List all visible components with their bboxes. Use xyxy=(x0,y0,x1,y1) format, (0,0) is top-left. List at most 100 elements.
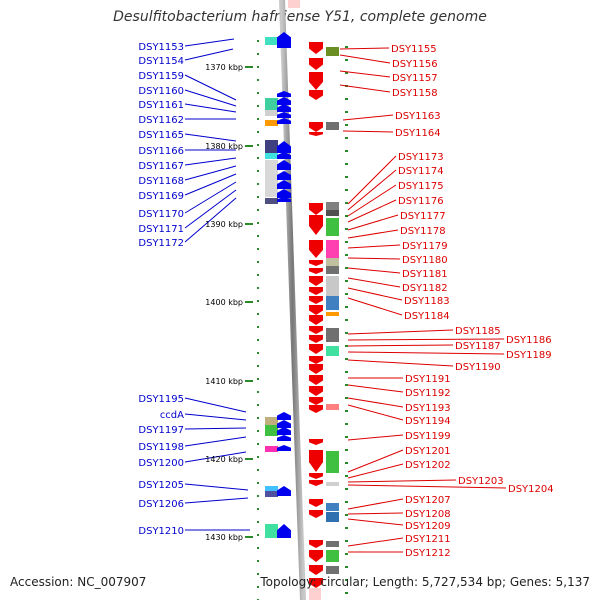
left-gene-label[interactable]: DSY1206 xyxy=(138,499,184,510)
gene-arrow-reverse[interactable] xyxy=(277,445,291,451)
gene-arrow-reverse[interactable] xyxy=(277,104,291,112)
gene-block-reverse[interactable] xyxy=(265,491,278,497)
right-gene-label[interactable]: DSY1199 xyxy=(405,431,451,442)
gene-arrow-forward[interactable] xyxy=(309,122,323,132)
gene-block-forward[interactable] xyxy=(326,404,339,410)
gene-block-reverse[interactable] xyxy=(265,160,278,197)
gene-block-forward[interactable] xyxy=(326,550,339,562)
gene-arrow-forward[interactable] xyxy=(309,296,323,304)
gene-block-forward[interactable] xyxy=(326,202,339,210)
right-gene-label[interactable]: DSY1182 xyxy=(402,283,448,294)
gene-block-reverse[interactable] xyxy=(265,98,278,110)
gene-arrow-reverse[interactable] xyxy=(277,112,291,118)
right-gene-label[interactable]: DSY1179 xyxy=(402,241,448,252)
right-gene-label[interactable]: DSY1194 xyxy=(405,416,451,427)
gene-arrow-reverse[interactable] xyxy=(277,152,291,159)
gene-arrow-forward[interactable] xyxy=(309,397,323,405)
gene-arrow-forward[interactable] xyxy=(309,364,323,374)
right-gene-label[interactable]: DSY1174 xyxy=(398,166,444,177)
gene-arrow-reverse[interactable] xyxy=(277,32,291,44)
left-gene-label[interactable]: DSY1169 xyxy=(138,191,184,202)
right-gene-label[interactable]: DSY1192 xyxy=(405,388,451,399)
gene-arrow-forward[interactable] xyxy=(309,344,323,354)
gene-block-reverse[interactable] xyxy=(265,425,278,436)
gene-arrow-reverse[interactable] xyxy=(277,427,291,435)
right-gene-label[interactable]: DSY1181 xyxy=(402,269,448,280)
right-gene-label[interactable]: DSY1163 xyxy=(395,111,441,122)
gene-arrow-reverse[interactable] xyxy=(277,420,291,428)
gene-arrow-forward[interactable] xyxy=(309,305,323,315)
left-gene-label[interactable]: DSY1200 xyxy=(138,458,184,469)
gene-arrow-reverse[interactable] xyxy=(277,435,291,441)
gene-block-forward[interactable] xyxy=(326,240,339,258)
left-gene-label[interactable]: DSY1210 xyxy=(138,526,184,537)
gene-arrow-forward[interactable] xyxy=(309,287,323,295)
left-gene-label[interactable]: DSY1171 xyxy=(138,224,184,235)
right-gene-label[interactable]: DSY1201 xyxy=(405,446,451,457)
gene-block-forward[interactable] xyxy=(326,328,339,342)
gene-block-reverse[interactable] xyxy=(265,446,278,452)
left-gene-label[interactable]: DSY1154 xyxy=(138,56,184,67)
right-gene-label[interactable]: DSY1207 xyxy=(405,495,451,506)
gene-block-forward[interactable] xyxy=(326,276,339,296)
gene-arrow-reverse[interactable] xyxy=(277,189,291,198)
gene-arrow-forward[interactable] xyxy=(309,268,323,274)
gene-arrow-forward[interactable] xyxy=(309,375,323,385)
gene-block-forward[interactable] xyxy=(326,266,339,274)
gene-block-forward[interactable] xyxy=(326,503,339,511)
left-gene-label[interactable]: DSY1172 xyxy=(138,238,184,249)
right-gene-label[interactable]: DSY1193 xyxy=(405,403,451,414)
right-gene-label[interactable]: DSY1157 xyxy=(392,73,438,84)
right-gene-label[interactable]: DSY1175 xyxy=(398,181,444,192)
right-gene-label[interactable]: DSY1209 xyxy=(405,521,451,532)
gene-block-reverse[interactable] xyxy=(265,153,278,159)
gene-arrow-forward[interactable] xyxy=(309,439,323,445)
gene-block-forward[interactable] xyxy=(326,346,339,356)
gene-block-forward[interactable] xyxy=(326,451,339,473)
right-gene-label[interactable]: DSY1191 xyxy=(405,374,451,385)
left-gene-label[interactable]: DSY1162 xyxy=(138,115,184,126)
gene-block-reverse[interactable] xyxy=(265,37,278,45)
left-gene-label[interactable]: DSY1165 xyxy=(138,130,184,141)
gene-arrow-forward[interactable] xyxy=(309,510,323,518)
right-gene-label[interactable]: DSY1156 xyxy=(392,59,438,70)
right-gene-label[interactable]: DSY1183 xyxy=(404,296,450,307)
right-gene-label[interactable]: DSY1176 xyxy=(398,196,444,207)
gene-arrow-forward[interactable] xyxy=(309,578,323,588)
right-gene-label[interactable]: DSY1190 xyxy=(455,362,501,373)
left-gene-label[interactable]: DSY1195 xyxy=(138,394,184,405)
gene-arrow-forward[interactable] xyxy=(309,356,323,364)
right-gene-label[interactable]: DSY1158 xyxy=(392,88,438,99)
right-gene-label[interactable]: DSY1208 xyxy=(405,509,451,520)
gene-block-reverse[interactable] xyxy=(265,417,278,425)
gene-arrow-reverse[interactable] xyxy=(277,160,291,170)
gene-block-reverse[interactable] xyxy=(265,524,278,538)
right-gene-label[interactable]: DSY1211 xyxy=(405,534,451,545)
right-gene-label[interactable]: DSY1177 xyxy=(400,211,446,222)
left-gene-label[interactable]: ccdA xyxy=(160,410,184,421)
gene-block-forward[interactable] xyxy=(326,312,339,316)
gene-arrow-forward[interactable] xyxy=(309,480,323,486)
gene-arrow-forward[interactable] xyxy=(309,335,323,343)
gene-arrow-forward[interactable] xyxy=(309,405,323,413)
gene-arrow-forward[interactable] xyxy=(309,276,323,286)
gene-block-forward[interactable] xyxy=(326,296,339,310)
right-gene-label[interactable]: DSY1186 xyxy=(506,335,552,346)
gene-arrow-forward[interactable] xyxy=(309,499,323,507)
gene-arrow-forward[interactable] xyxy=(309,58,323,70)
gene-arrow-forward[interactable] xyxy=(309,42,323,54)
right-gene-label[interactable]: DSY1178 xyxy=(400,226,446,237)
right-gene-label[interactable]: DSY1173 xyxy=(398,152,444,163)
gene-block-forward[interactable] xyxy=(326,512,339,522)
right-gene-label[interactable]: DSY1185 xyxy=(455,326,501,337)
gene-block-forward[interactable] xyxy=(326,47,339,56)
right-gene-label[interactable]: DSY1204 xyxy=(508,484,554,495)
gene-arrow-reverse[interactable] xyxy=(277,197,291,202)
gene-arrow-reverse[interactable] xyxy=(277,180,291,189)
left-gene-label[interactable]: DSY1161 xyxy=(138,100,184,111)
gene-block-reverse[interactable] xyxy=(265,140,278,153)
gene-block-reverse[interactable] xyxy=(265,120,278,126)
right-gene-label[interactable]: DSY1212 xyxy=(405,548,451,559)
right-gene-label[interactable]: DSY1203 xyxy=(458,476,504,487)
gene-arrow-forward[interactable] xyxy=(309,240,323,258)
